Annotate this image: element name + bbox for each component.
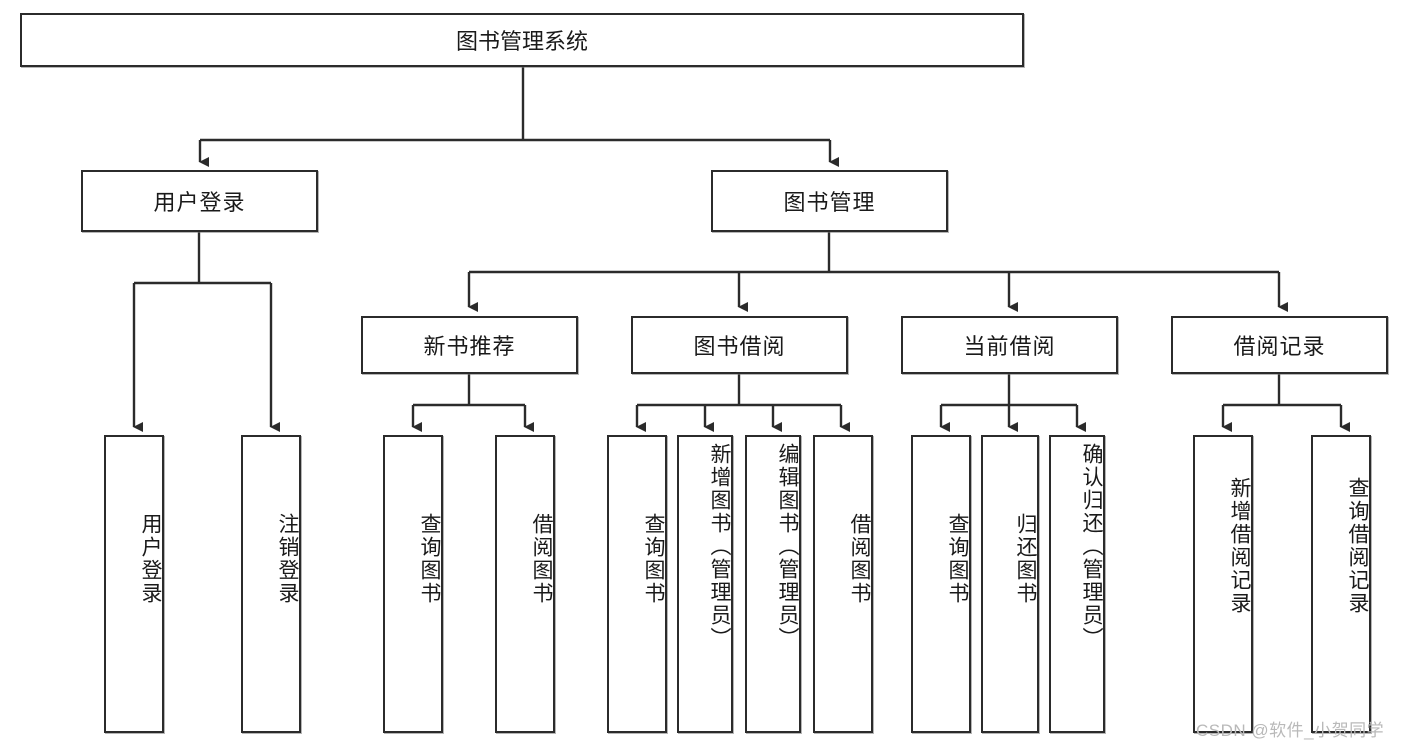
leaf-borrow-book-recommend[interactable]: 借阅图书 (495, 435, 555, 733)
node-label: 确认归还（管理员） (1080, 443, 1103, 650)
node-label: 查询图书 (418, 513, 441, 605)
node-new-book-recommend[interactable]: 新书推荐 (361, 316, 578, 374)
node-label: 图书管理 (783, 190, 876, 215)
node-book-management[interactable]: 图书管理 (711, 170, 948, 232)
node-label: 查询图书 (642, 513, 665, 605)
node-root-system[interactable]: 图书管理系统 (20, 13, 1024, 67)
leaf-logout[interactable]: 注销登录 (241, 435, 301, 733)
node-label: 注销登录 (276, 513, 299, 605)
node-label: 查询图书 (946, 513, 969, 605)
node-label: 新增图书（管理员） (708, 443, 731, 650)
leaf-confirm-return-admin[interactable]: 确认归还（管理员） (1049, 435, 1105, 733)
leaf-query-borrow-record[interactable]: 查询借阅记录 (1311, 435, 1371, 733)
leaf-borrow-book[interactable]: 借阅图书 (813, 435, 873, 733)
node-book-borrow[interactable]: 图书借阅 (631, 316, 848, 374)
node-borrow-record[interactable]: 借阅记录 (1171, 316, 1388, 374)
node-user-login[interactable]: 用户登录 (81, 170, 318, 232)
node-label: 当前借阅 (963, 334, 1056, 359)
node-current-borrow[interactable]: 当前借阅 (901, 316, 1118, 374)
node-label: 借阅记录 (1233, 334, 1326, 359)
leaf-query-book-current[interactable]: 查询图书 (911, 435, 971, 733)
leaf-edit-book-admin[interactable]: 编辑图书（管理员） (745, 435, 801, 733)
node-label: 查询借阅记录 (1346, 477, 1369, 615)
leaf-add-borrow-record[interactable]: 新增借阅记录 (1193, 435, 1253, 733)
node-label: 归还图书 (1014, 513, 1037, 605)
node-label: 借阅图书 (848, 513, 871, 605)
node-label: 图书借阅 (693, 334, 786, 359)
node-label: 借阅图书 (530, 513, 553, 605)
node-label: 新书推荐 (423, 334, 516, 359)
leaf-user-login[interactable]: 用户登录 (104, 435, 164, 733)
leaf-return-book[interactable]: 归还图书 (981, 435, 1039, 733)
node-label: 编辑图书（管理员） (776, 443, 799, 650)
leaf-query-book-borrow[interactable]: 查询图书 (607, 435, 667, 733)
node-label: 用户登录 (153, 190, 246, 215)
csdn-watermark: CSDN @软件_小贺同学 (1196, 721, 1385, 740)
leaf-add-book-admin[interactable]: 新增图书（管理员） (677, 435, 733, 733)
node-label: 图书管理系统 (455, 29, 588, 54)
node-label: 新增借阅记录 (1228, 477, 1251, 615)
node-label: 用户登录 (139, 513, 162, 605)
leaf-query-book-recommend[interactable]: 查询图书 (383, 435, 443, 733)
